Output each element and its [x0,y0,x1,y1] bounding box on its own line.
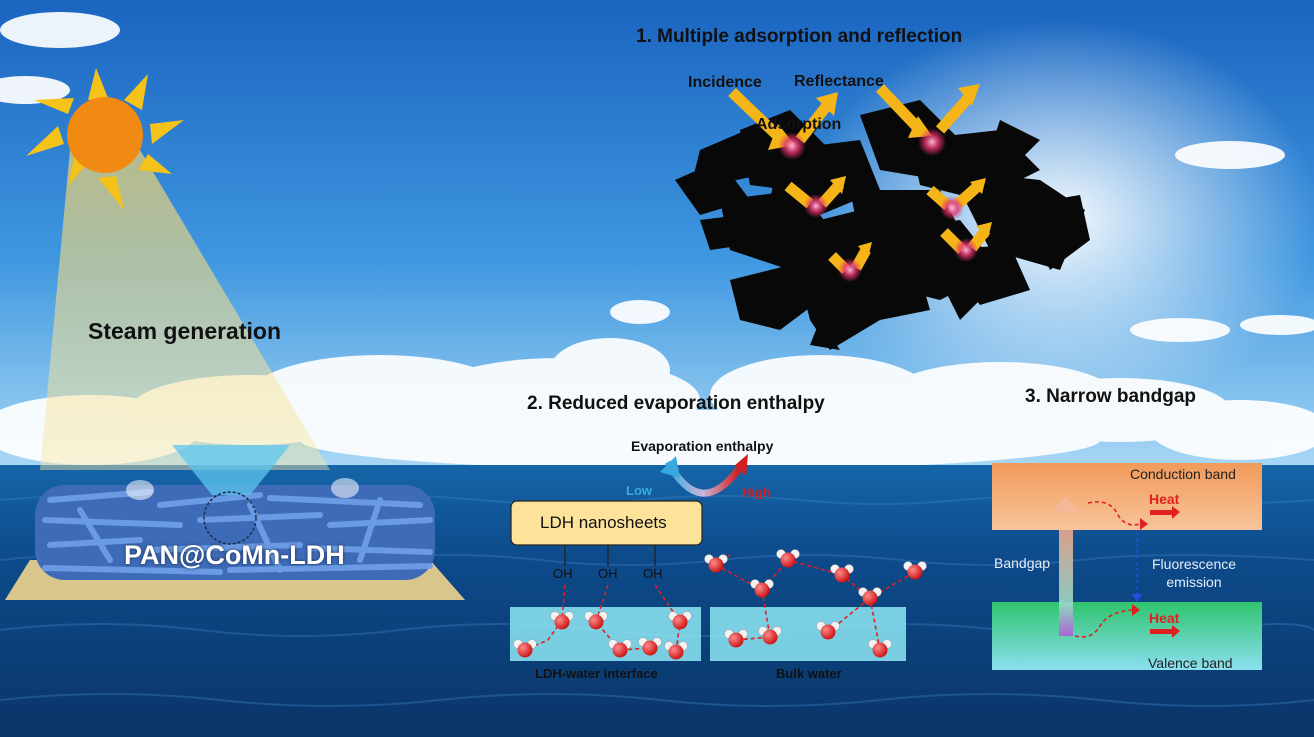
water-molecule [664,641,688,660]
low-label: Low [626,483,652,498]
water-molecule [750,579,774,598]
oh-label-1: OH [553,566,573,581]
fluorescence-label: Fluorescence emission [1152,556,1237,590]
water-molecule [816,621,840,640]
interface-label: LDH-water interface [535,666,658,681]
heat-arrows [1150,506,1180,638]
water-molecule [638,637,662,656]
membrane-stack [5,445,465,600]
sunlight-beam [40,150,330,470]
water-molecule [868,639,892,658]
bandgap-bar [1059,530,1073,636]
section3-title: 3. Narrow bandgap [1025,386,1197,407]
conduction-band [992,463,1262,530]
excitation-arrow [1052,496,1080,512]
bulk-water-label: Bulk water [776,666,842,681]
heat-label-bottom: Heat [1149,610,1180,626]
water-molecule [513,639,537,658]
section2-title: 2. Reduced evaporation enthalpy [527,393,825,414]
water-molecule [550,611,574,630]
relaxation-arrows [1074,501,1148,638]
conduction-band-label: Conduction band [1130,466,1236,482]
material-label: PAN@CoMn-LDH [124,540,345,570]
reflectance-label: Reflectance [794,73,884,90]
oh-label-3: OH [643,566,663,581]
incidence-label: Incidence [688,74,762,91]
sun-icon [26,68,184,210]
bandgap-label: Bandgap [994,555,1051,571]
water-molecule [668,611,692,630]
water-molecule [830,564,854,583]
high-label: High [742,485,771,500]
enthalpy-label: Evaporation enthalpy [631,438,774,454]
valence-band-label: Valence band [1148,655,1233,671]
water-molecule [608,639,632,658]
light-arrows [728,84,992,282]
steam-generation-label: Steam generation [88,318,281,344]
water-molecules [513,549,927,660]
oh-bonds [564,545,656,566]
ldh-nanosheets-label: LDH nanosheets [540,513,667,532]
water-molecule [776,549,800,568]
enthalpy-arc [660,454,748,497]
water-molecule [903,561,927,580]
oh-label-2: OH [598,566,618,581]
water-molecule [758,626,782,645]
water-molecule [704,554,728,573]
water-molecule [724,629,748,648]
section1-title: 1. Multiple adsorption and reflection [636,26,963,47]
valence-band [992,602,1262,670]
water-molecule [858,587,882,606]
fluorescence-arrow [1132,532,1142,602]
ldh-nanosheets-box [510,500,703,546]
adsorption-label: Adsorption [756,116,842,133]
water-molecule [584,611,608,630]
heat-label-top: Heat [1149,491,1180,507]
